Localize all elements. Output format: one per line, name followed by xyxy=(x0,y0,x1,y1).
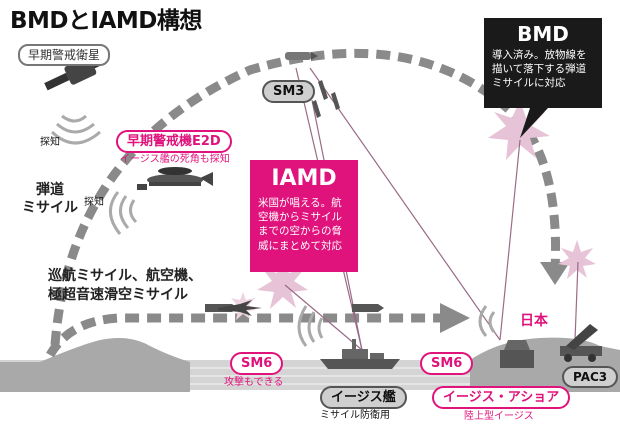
burst-bmd xyxy=(488,100,550,160)
aegis-ship-note: ミサイル防衛用 xyxy=(320,410,390,421)
pac3-launcher xyxy=(560,324,602,362)
ballistic-missile-label-line2: ミサイル xyxy=(22,200,78,216)
cruise-label-line2: 極超音速滑空ミサイル xyxy=(48,287,188,303)
cruise-label-line1: 巡航ミサイル、航空機、 xyxy=(48,268,202,284)
ballistic-trajectory xyxy=(50,48,561,346)
ballistic-missile-label-line1: 弾道 xyxy=(36,182,64,198)
detect-label-satellite: 探知 xyxy=(40,137,60,148)
aegis-ship xyxy=(320,339,400,369)
bmd-title: BMD xyxy=(517,22,569,46)
page-title: BMDとIAMD構想 xyxy=(10,8,202,34)
sm3-label: SM3 xyxy=(262,80,316,103)
early-warning-satellite-label: 早期警戒衛星 xyxy=(18,44,111,66)
e2d-note: イージス艦の死角も探知 xyxy=(120,154,230,165)
e2d-aircraft xyxy=(137,167,213,190)
ship-radar-waves xyxy=(297,305,324,347)
bmd-callout: BMD 導入済み。放物線を描いて落下する弾道ミサイルに対応 xyxy=(484,18,602,108)
bmd-callout-tail xyxy=(520,108,548,138)
iamd-body: 米国が唱える。航空機からミサイルまでの空からの脅威にまとめて対応 xyxy=(258,197,342,252)
left-landmass xyxy=(0,338,190,392)
satellite-detect-waves xyxy=(50,114,101,145)
aegis-ashore-label: イージス・アショア xyxy=(432,386,571,409)
bmd-body: 導入済み。放物線を描いて落下する弾道ミサイルに対応 xyxy=(492,49,587,90)
sm6-left-note: 攻撃もできる xyxy=(224,377,284,388)
iamd-title: IAMD xyxy=(271,166,337,191)
iamd-callout: IAMD 米国が唱える。航空機からミサイルまでの空からの脅威にまとめて対応 xyxy=(250,160,358,272)
aegis-ashore-facility xyxy=(500,340,534,368)
cruise-trajectory xyxy=(46,313,440,358)
aircraft-detect-waves xyxy=(109,191,138,235)
sm3-missile xyxy=(285,52,318,60)
sm6-right-label: SM6 xyxy=(420,352,474,375)
aegis-ashore-note: 陸上型イージス xyxy=(464,411,534,422)
pac3-label: PAC3 xyxy=(562,366,619,388)
descending-missiles xyxy=(312,80,340,118)
burst-right xyxy=(558,240,596,279)
sm6-left-label: SM6 xyxy=(230,352,284,375)
e2d-label: 早期警戒機E2D xyxy=(116,130,232,153)
detect-label-aircraft: 探知 xyxy=(84,197,104,208)
cruise-arrowhead xyxy=(440,303,470,333)
ashore-radar-waves xyxy=(478,305,496,337)
aegis-ship-label: イージス艦 xyxy=(320,386,407,409)
japan-label: 日本 xyxy=(520,313,548,329)
coast-aircraft xyxy=(218,300,262,316)
ballistic-arrowhead xyxy=(540,262,570,285)
